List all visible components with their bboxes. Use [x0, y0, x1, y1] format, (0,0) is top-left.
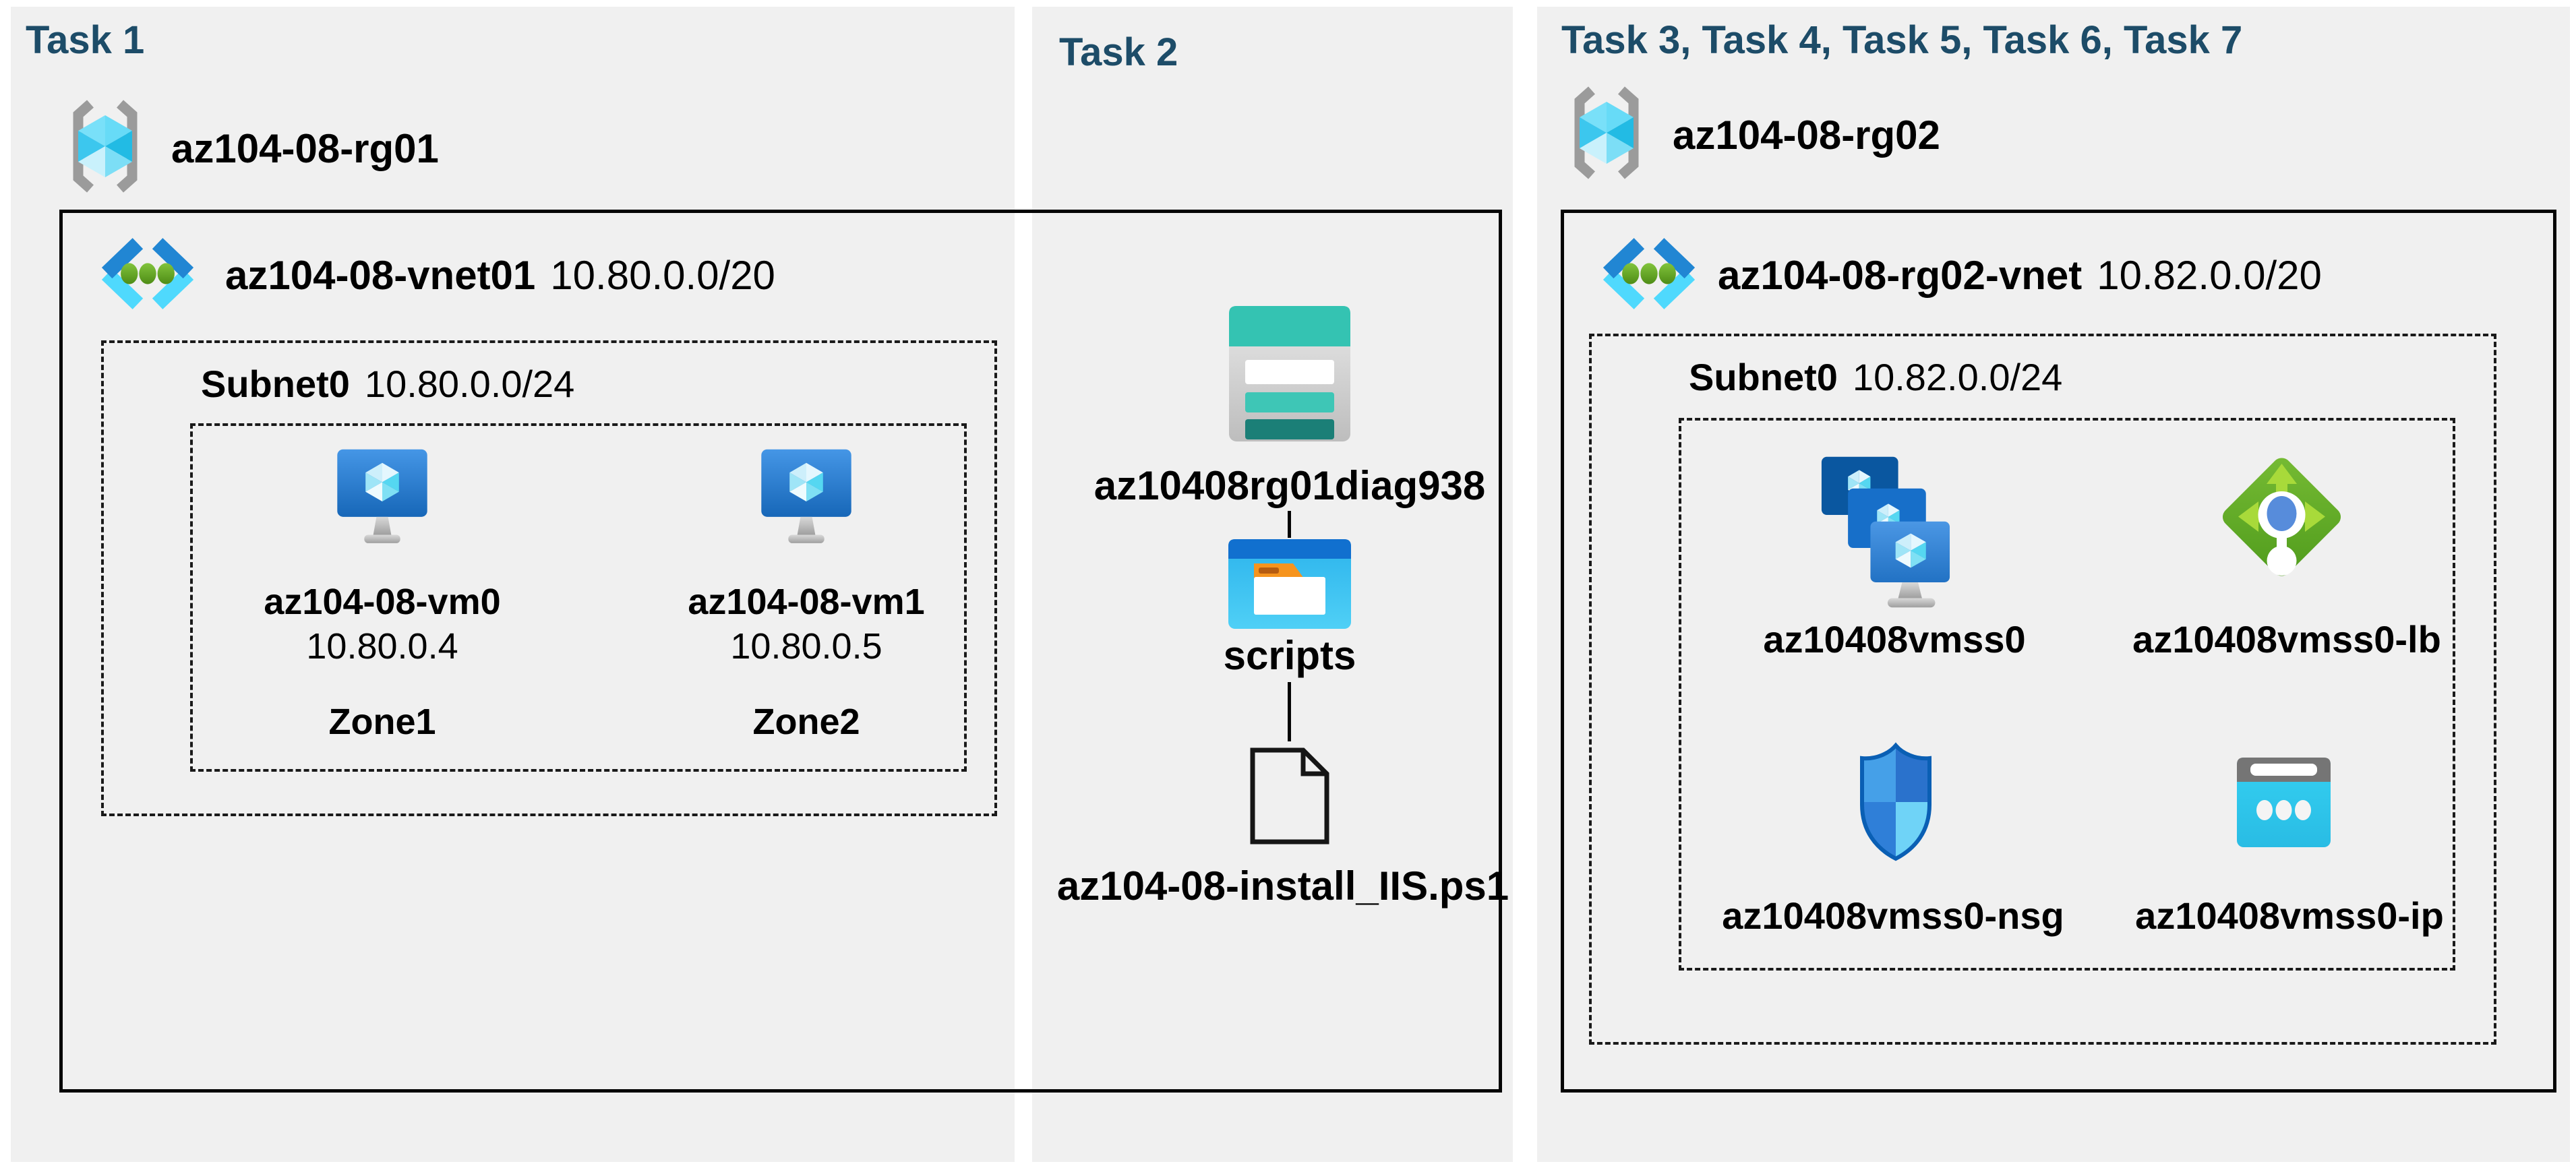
- container-label: scripts: [1223, 633, 1356, 678]
- resource-group-label: az104-08-rg02: [1673, 113, 1940, 158]
- vm-zone: Zone1: [328, 702, 436, 742]
- virtual-machine-icon: [337, 449, 427, 543]
- vm-name: az104-08-vm0: [264, 582, 501, 622]
- vnet-label: az104-08-vnet01 10.80.0.0/20: [225, 252, 775, 299]
- vnet-name: az104-08-vnet01: [225, 253, 536, 298]
- zone-group-box: [190, 423, 967, 772]
- subnet-name: Subnet0: [201, 363, 350, 405]
- virtual-machine-icon: [761, 449, 851, 543]
- virtual-network-icon: [1602, 238, 1696, 309]
- vnet-cidr: 10.82.0.0/20: [2097, 253, 2322, 298]
- public-ip-label: az10408vmss0-ip: [2135, 894, 2444, 937]
- vm-name: az104-08-vm1: [688, 582, 925, 622]
- vm-zone: Zone2: [752, 702, 860, 742]
- task1-panel: [11, 7, 1015, 1162]
- connector-line: [1288, 511, 1291, 538]
- load-balancer-icon: [2222, 458, 2341, 576]
- subnet-box: [1589, 334, 2496, 1045]
- vmss-label: az10408vmss0: [1763, 618, 2026, 661]
- vm-ip: 10.80.0.5: [730, 626, 882, 667]
- storage-account-icon: [1229, 306, 1350, 441]
- resource-group-icon: [1574, 86, 1639, 179]
- connector-line: [1288, 682, 1291, 741]
- storage-account-label: az10408rg01diag938: [1094, 463, 1486, 508]
- subnet-cidr: 10.80.0.0/24: [364, 363, 575, 405]
- vnet-name: az104-08-rg02-vnet: [1718, 253, 2083, 298]
- vm-scale-set-icon: [1821, 456, 1950, 608]
- network-security-group-icon: [1860, 742, 1931, 861]
- vnet-boundary-box: [59, 210, 1502, 1093]
- resource-group-inner-box: [1679, 418, 2455, 971]
- ps1-file-icon: [1250, 747, 1329, 845]
- virtual-network-icon: [101, 238, 194, 309]
- task1-header: Task 1: [26, 18, 145, 62]
- public-ip-icon: [2237, 758, 2331, 847]
- nsg-label: az10408vmss0-nsg: [1722, 894, 2064, 937]
- subnet-cidr: 10.82.0.0/24: [1852, 356, 2063, 398]
- blob-container-icon: [1228, 539, 1351, 629]
- subnet-label: Subnet0 10.80.0.0/24: [201, 362, 574, 406]
- ps1-file-label: az104-08-install_IIS.ps1: [1056, 863, 1509, 909]
- vnet-cidr: 10.80.0.0/20: [550, 253, 775, 298]
- resource-group-icon: [73, 100, 138, 193]
- vnet-boundary-box: [1561, 210, 2556, 1093]
- vnet-label: az104-08-rg02-vnet 10.82.0.0/20: [1718, 252, 2322, 299]
- task3-header: Task 3, Task 4, Task 5, Task 6, Task 7: [1561, 18, 2243, 62]
- subnet-label: Subnet0 10.82.0.0/24: [1689, 355, 2062, 399]
- resource-group-label: az104-08-rg01: [171, 126, 439, 171]
- task2-header: Task 2: [1059, 30, 1178, 74]
- load-balancer-label: az10408vmss0-lb: [2132, 618, 2441, 661]
- subnet-name: Subnet0: [1689, 356, 1838, 398]
- subnet-box: [101, 340, 997, 816]
- vm-ip: 10.80.0.4: [306, 626, 458, 667]
